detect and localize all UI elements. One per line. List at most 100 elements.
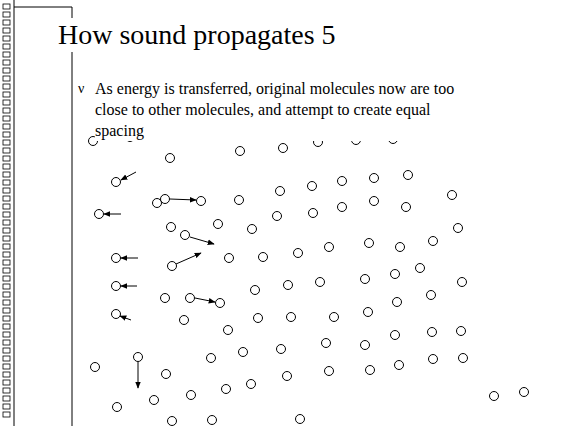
molecule [235,196,244,205]
strip-square [3,132,10,137]
molecule [187,391,196,400]
molecule [248,225,257,234]
molecule [162,370,171,379]
strip-square [3,348,10,353]
strip-square [3,68,10,73]
motion-arrow [190,237,214,244]
molecule [391,270,400,279]
strip-square [3,364,10,369]
molecule [395,361,404,370]
molecule [134,353,143,362]
strip-square [3,356,10,361]
strip-square [3,148,10,153]
molecule-group [89,107,529,426]
molecule [113,403,122,412]
molecule [365,239,374,248]
molecule [247,380,256,389]
strip-square [3,284,10,289]
molecule [207,354,216,363]
strip-square [3,212,10,217]
strip-square [3,100,10,105]
molecule [95,210,104,219]
molecule [366,366,375,375]
molecule [316,278,325,287]
molecule [214,220,223,229]
motion-arrow [121,258,138,259]
motion-arrow [170,199,196,200]
molecule [236,147,245,156]
molecule [364,308,373,317]
molecule [186,294,195,303]
strip-square [3,332,10,337]
motion-arrow [195,298,215,302]
strip-square [3,28,10,33]
molecule [197,197,206,206]
strip-square [3,388,10,393]
strip-square [3,4,10,9]
strip-square [3,12,10,17]
motion-arrow [138,362,139,388]
molecule [254,314,263,323]
molecule [112,282,121,291]
molecule [161,294,170,303]
motion-arrow [121,286,137,287]
motion-arrow [120,316,131,320]
molecule [181,231,190,240]
molecule [330,313,339,322]
molecule [338,203,347,212]
strip-square [3,252,10,257]
film-strip [3,4,10,417]
molecule [91,363,100,372]
molecule [325,367,334,376]
strip-square [3,20,10,25]
strip-square [3,196,10,201]
molecule [112,310,121,319]
molecule [370,174,379,183]
molecule [167,223,176,232]
molecule [404,171,413,180]
strip-square [3,260,10,265]
molecule [370,197,379,206]
slide-title: How sound propagates 5 [57,18,337,52]
strip-square [3,84,10,89]
strip-square [3,308,10,313]
molecule [166,154,175,163]
molecule [391,331,400,340]
molecule [225,254,234,263]
molecule [402,203,411,212]
strip-square [3,108,10,113]
strip-square [3,36,10,41]
molecule [277,345,286,354]
molecule [458,278,467,287]
strip-square [3,164,10,169]
molecule [322,339,331,348]
molecule [429,355,438,364]
strip-square [3,140,10,145]
molecule [168,262,177,271]
molecule [338,177,347,186]
molecule [325,243,334,252]
molecule [448,191,457,200]
strip-square [3,396,10,401]
molecule [168,417,177,426]
strip-square [3,300,10,305]
strip-square [3,220,10,225]
strip-square [3,116,10,121]
molecule [259,253,268,262]
molecule [296,415,305,424]
molecule [393,298,402,307]
strip-square [3,204,10,209]
strip-square [3,316,10,321]
molecule [180,316,189,325]
molecule [224,326,233,335]
strip-square [3,124,10,129]
molecule [112,254,121,263]
molecule [294,249,303,258]
molecule [284,281,293,290]
molecule [239,348,248,357]
frame-line [72,7,73,426]
molecule [112,178,121,187]
motion-arrow [176,253,201,264]
molecule [429,237,438,246]
